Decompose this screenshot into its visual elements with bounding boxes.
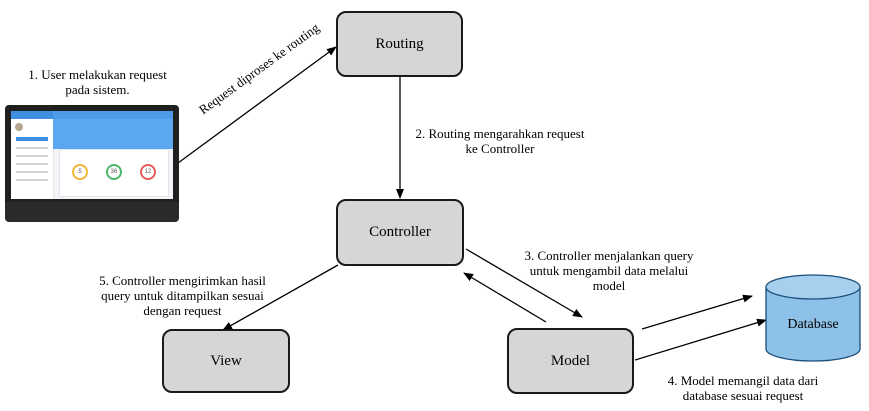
step1-caption: 1. User melakukan request pada sistem. xyxy=(28,67,167,97)
stat-dial-1: 5 xyxy=(72,164,88,180)
dashboard-sidebar xyxy=(11,111,54,199)
avatar xyxy=(15,123,23,131)
routing-label: Routing xyxy=(375,35,424,52)
dashboard-topbar xyxy=(53,111,173,119)
step5-caption: 5. Controller mengirimkan hasil query un… xyxy=(99,273,266,318)
arrow-controller-to-view xyxy=(222,264,339,331)
laptop-screen-frame: 5 36 12 xyxy=(5,105,179,202)
dashboard-hero xyxy=(53,119,173,149)
arrow-request-to-routing xyxy=(177,46,337,164)
view-label: View xyxy=(210,352,242,369)
model-node: Model xyxy=(507,328,634,394)
arrow-model-to-controller xyxy=(463,272,547,323)
laptop-base xyxy=(5,202,179,222)
dashboard-screen: 5 36 12 xyxy=(11,111,173,199)
dashboard-stats-card: 5 36 12 xyxy=(59,149,169,197)
controller-label: Controller xyxy=(369,224,431,240)
stat-dial-2: 36 xyxy=(106,164,122,180)
arrow-controller-to-model xyxy=(465,248,583,318)
laptop-dashboard-image: 5 36 12 xyxy=(5,105,179,222)
database-label: Database xyxy=(787,317,839,332)
step4-caption: 4. Model memangil data dari database ses… xyxy=(667,373,819,403)
view-node: View xyxy=(162,329,290,393)
step3-caption: 3. Controller menjalankan query untuk me… xyxy=(524,248,694,293)
controller-node: Controller xyxy=(336,199,464,266)
routing-node: Routing xyxy=(336,11,463,77)
model-label: Model xyxy=(550,352,591,369)
stat-dial-3: 12 xyxy=(140,164,156,180)
arrow-model-to-database-1 xyxy=(641,294,753,330)
database-cylinder xyxy=(765,274,861,362)
step2-caption: 2. Routing mengarahkan request ke Contro… xyxy=(415,126,585,156)
arrow-model-to-database-2 xyxy=(634,318,767,361)
